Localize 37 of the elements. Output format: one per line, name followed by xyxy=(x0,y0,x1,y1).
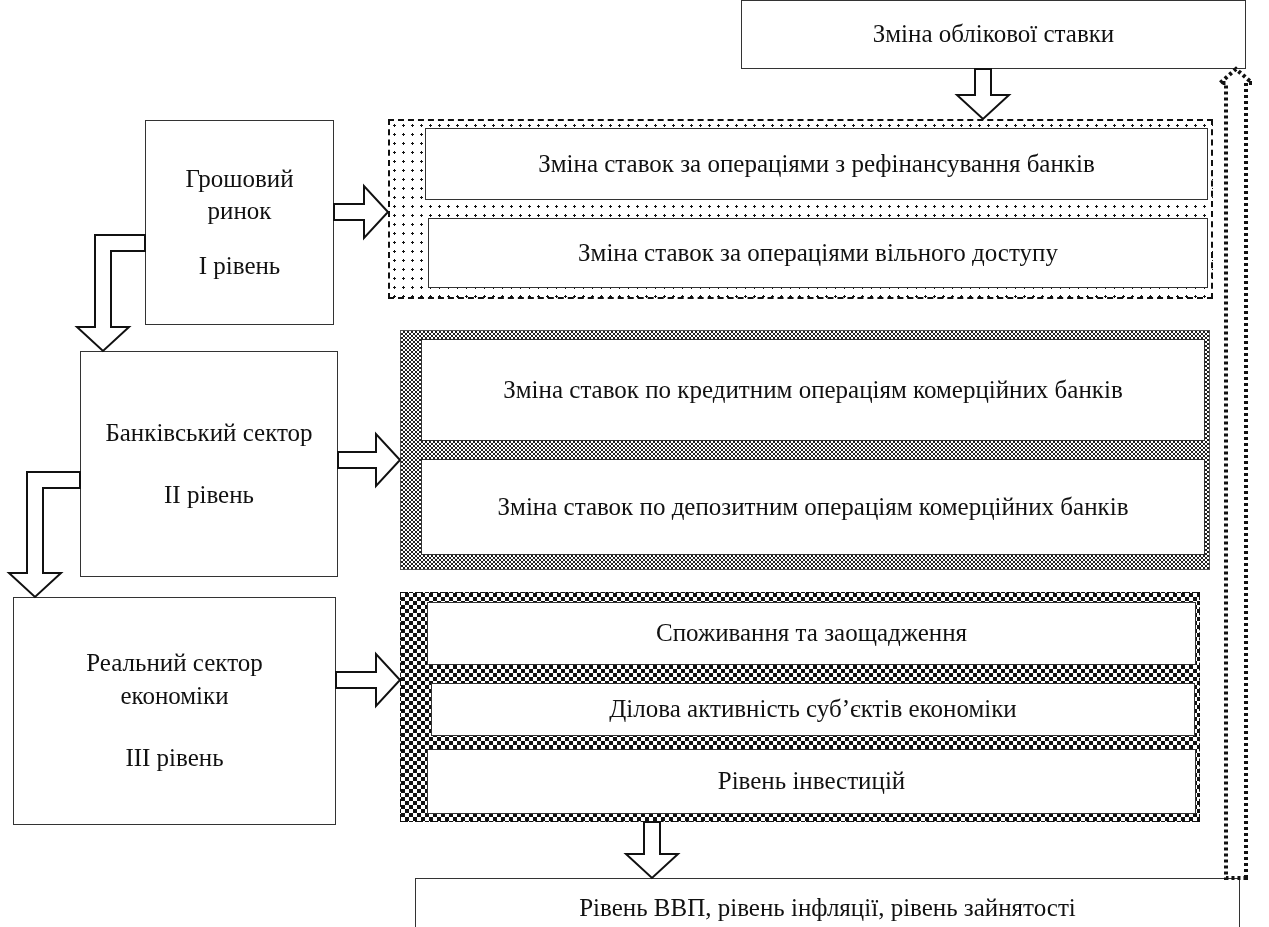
level-label: I рівень xyxy=(198,250,281,281)
text-box xyxy=(428,218,1208,288)
level-label: III рівень xyxy=(125,743,224,774)
box-label: Рівень інвестицій xyxy=(717,766,906,797)
text-box xyxy=(741,0,1246,69)
box-label: Рівень ВВП, рівень інфляції, рівень зайнятості xyxy=(579,892,1076,923)
level-label: II рівень xyxy=(164,480,254,510)
box-label: Зміна ставок по кредитним операціям комерційних банків xyxy=(503,374,1123,405)
text-box xyxy=(421,339,1205,441)
text-box xyxy=(80,351,338,577)
box-label: Грошовий ринок xyxy=(184,163,295,227)
text-box xyxy=(415,878,1240,927)
box-label: Ділова активність суб’єктів економіки xyxy=(609,694,1017,725)
box-label: Зміна ставок по депозитним операціям комерційних банків xyxy=(497,491,1129,522)
text-box xyxy=(13,597,336,825)
box-label: Реальний сектор економіки xyxy=(85,648,264,711)
text-box xyxy=(427,749,1196,814)
block-arrow xyxy=(335,651,402,709)
box-label: Зміна облікової ставки xyxy=(872,19,1115,50)
box-label: Зміна ставок за операціями вільного доступу xyxy=(578,237,1058,268)
block-arrow xyxy=(337,431,402,489)
text-box xyxy=(421,459,1205,555)
block-arrow xyxy=(6,471,81,599)
block-arrow xyxy=(623,821,681,880)
group-panel xyxy=(388,119,1213,299)
box-label: Зміна ставок за операціями з рефінансування банків xyxy=(538,148,1095,179)
group-panel xyxy=(400,330,1210,570)
block-arrow xyxy=(954,68,1012,121)
text-box xyxy=(431,683,1195,736)
text-box xyxy=(427,602,1196,665)
block-arrow xyxy=(74,234,146,353)
text-box xyxy=(145,120,334,325)
group-panel xyxy=(400,592,1200,822)
box-label: Банківський сектор xyxy=(105,417,313,448)
block-arrow xyxy=(333,183,390,241)
text-box xyxy=(425,128,1208,200)
box-label: Споживання та заощадження xyxy=(655,618,968,649)
